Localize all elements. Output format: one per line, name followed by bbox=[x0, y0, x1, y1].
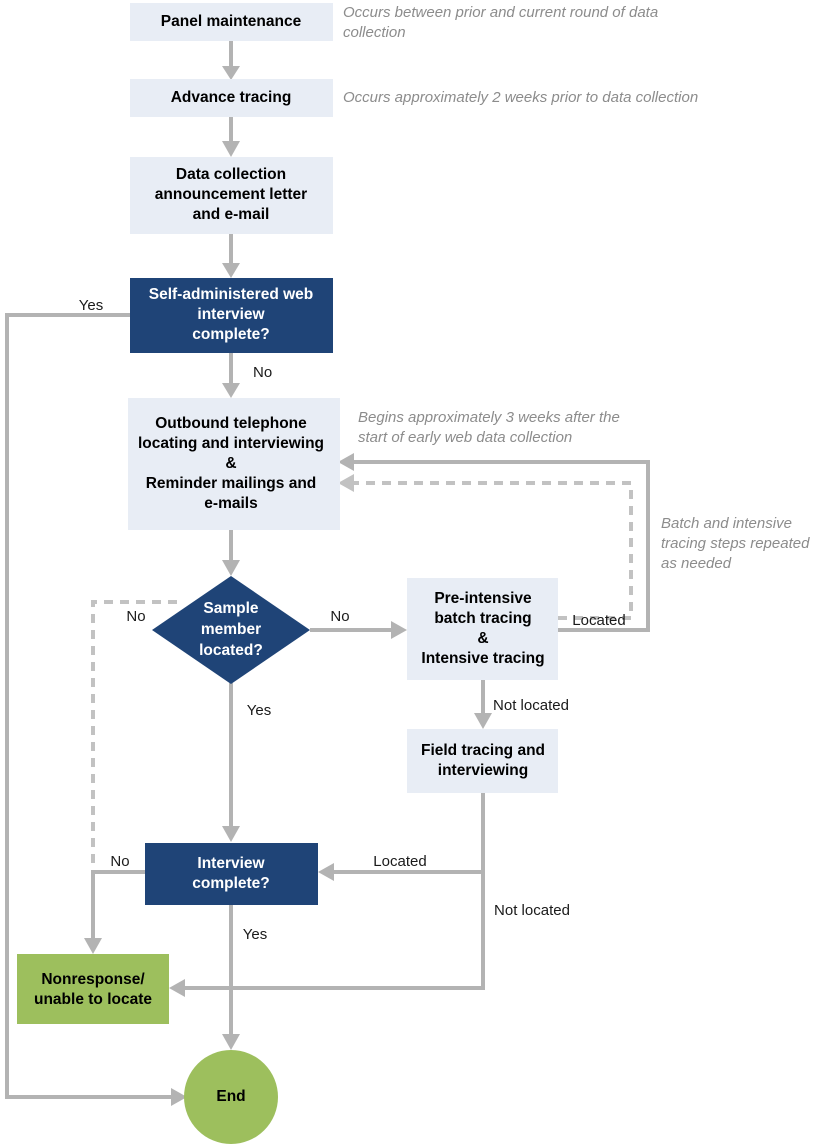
node-web-interview-complete[interactable]: Self-administered web interview complete… bbox=[130, 278, 333, 353]
node-outbound-telephone[interactable]: Outbound telephone locating and intervie… bbox=[128, 398, 340, 530]
node-outbound-telephone-label-3: & bbox=[225, 455, 236, 472]
edge-interview-no-to-nonresponse bbox=[84, 870, 145, 954]
node-nonresponse[interactable]: Nonresponse/ unable to locate bbox=[17, 954, 169, 1024]
edge-web-no-to-outbound bbox=[222, 353, 240, 398]
node-interview-complete-label-2: complete? bbox=[192, 875, 270, 892]
note-outbound-telephone-line-2: start of early web data collection bbox=[358, 429, 572, 446]
node-announcement-letter-label-2: announcement letter bbox=[155, 186, 307, 203]
node-nonresponse-label-2: unable to locate bbox=[34, 991, 152, 1008]
node-panel-maintenance[interactable]: Panel maintenance bbox=[130, 3, 333, 41]
node-outbound-telephone-label-1: Outbound telephone bbox=[155, 415, 307, 432]
node-pre-intensive-tracing-label-4: Intensive tracing bbox=[421, 650, 544, 667]
edge-label-located-tracing-loop: Located bbox=[572, 612, 625, 629]
node-web-interview-complete-label-2: interview bbox=[197, 306, 265, 323]
note-tracing-repeat-line-1: Batch and intensive bbox=[661, 515, 792, 532]
node-interview-complete-label-1: Interview bbox=[197, 855, 265, 872]
note-advance-tracing: Occurs approximately 2 weeks prior to da… bbox=[343, 89, 698, 106]
node-sample-member-located-label-1: Sample bbox=[203, 600, 259, 617]
node-web-interview-complete-label-1: Self-administered web bbox=[149, 286, 314, 303]
edge-advance-to-announcement bbox=[222, 117, 240, 157]
node-field-tracing-label-2: interviewing bbox=[438, 762, 528, 779]
note-panel-maintenance: Occurs between prior and current round o… bbox=[343, 4, 658, 41]
edge-label-no-sample-located-left: No bbox=[126, 608, 145, 625]
node-sample-member-located-label-2: member bbox=[201, 621, 261, 638]
note-outbound-telephone-line-1: Begins approximately 3 weeks after the bbox=[358, 409, 620, 426]
edge-field-notlocated-to-nonresponse bbox=[169, 872, 485, 997]
edge-sample-no-dashed-left bbox=[91, 600, 177, 872]
node-panel-maintenance-label-1: Panel maintenance bbox=[161, 13, 302, 30]
note-outbound-telephone: Begins approximately 3 weeks after the s… bbox=[358, 409, 620, 446]
node-pre-intensive-tracing[interactable]: Pre-intensive batch tracing & Intensive … bbox=[407, 578, 558, 680]
edge-located-loop-dashed bbox=[338, 474, 633, 620]
note-tracing-repeat: Batch and intensive tracing steps repeat… bbox=[661, 515, 810, 572]
edge-sample-no-to-preintensive bbox=[310, 621, 407, 639]
node-end-label-1: End bbox=[216, 1088, 245, 1105]
edge-located-loop-solid bbox=[338, 453, 650, 632]
edge-preintensive-to-field bbox=[474, 680, 492, 729]
node-outbound-telephone-label-2: locating and interviewing bbox=[138, 435, 324, 452]
node-web-interview-complete-label-3: complete? bbox=[192, 326, 270, 343]
edge-web-yes-to-end bbox=[5, 313, 187, 1106]
edge-panel-to-advance bbox=[222, 41, 240, 80]
edge-label-not-located-field-tracing: Not located bbox=[494, 902, 570, 919]
edge-outbound-to-sample bbox=[222, 530, 240, 576]
edge-interview-yes-to-end bbox=[222, 905, 240, 1050]
note-tracing-repeat-line-3: as needed bbox=[661, 555, 732, 572]
node-advance-tracing[interactable]: Advance tracing bbox=[130, 79, 333, 117]
note-panel-maintenance-line-2: collection bbox=[343, 24, 406, 41]
node-outbound-telephone-label-4: Reminder mailings and bbox=[146, 475, 317, 492]
node-end[interactable]: End bbox=[184, 1050, 278, 1144]
edge-label-located-field-tracing: Located bbox=[373, 853, 426, 870]
node-announcement-letter-label-1: Data collection bbox=[176, 166, 286, 183]
node-field-tracing[interactable]: Field tracing and interviewing bbox=[407, 729, 558, 793]
node-announcement-letter-label-3: and e-mail bbox=[193, 206, 270, 223]
edge-label-no-web-interview: No bbox=[253, 364, 272, 381]
node-sample-member-located[interactable]: Sample member located? bbox=[152, 576, 310, 684]
edge-announcement-to-web bbox=[222, 234, 240, 278]
edge-label-yes-interview-complete: Yes bbox=[243, 926, 267, 943]
note-tracing-repeat-line-2: tracing steps repeated bbox=[661, 535, 810, 552]
node-pre-intensive-tracing-label-3: & bbox=[477, 630, 488, 647]
node-pre-intensive-tracing-label-2: batch tracing bbox=[434, 610, 531, 627]
edge-label-yes-web-interview: Yes bbox=[79, 297, 103, 314]
edge-label-no-sample-located-right: No bbox=[330, 608, 349, 625]
node-interview-complete[interactable]: Interview complete? bbox=[145, 843, 318, 905]
node-advance-tracing-label-1: Advance tracing bbox=[171, 89, 292, 106]
note-advance-tracing-line-1: Occurs approximately 2 weeks prior to da… bbox=[343, 89, 698, 106]
node-outbound-telephone-label-5: e-mails bbox=[204, 495, 257, 512]
node-field-tracing-label-1: Field tracing and bbox=[421, 742, 545, 759]
note-panel-maintenance-line-1: Occurs between prior and current round o… bbox=[343, 4, 658, 21]
edge-sample-yes-to-interview bbox=[222, 683, 240, 842]
node-nonresponse-label-1: Nonresponse/ bbox=[41, 971, 145, 988]
edge-label-yes-sample-located: Yes bbox=[247, 702, 271, 719]
node-pre-intensive-tracing-label-1: Pre-intensive bbox=[434, 590, 532, 607]
edge-label-not-located-pre-intensive: Not located bbox=[493, 697, 569, 714]
node-sample-member-located-label-3: located? bbox=[199, 642, 263, 659]
node-announcement-letter[interactable]: Data collection announcement letter and … bbox=[130, 157, 333, 234]
edge-label-no-interview-complete: No bbox=[110, 853, 129, 870]
